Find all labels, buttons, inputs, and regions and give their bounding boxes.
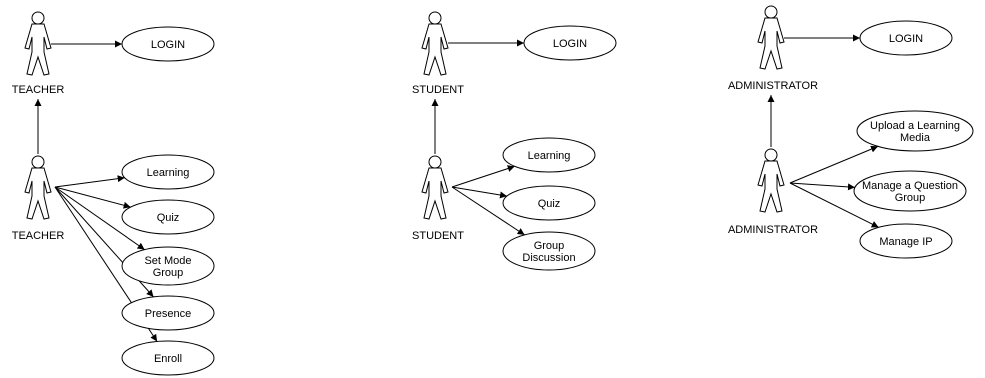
use-case-arrow	[451, 186, 525, 236]
use-case-label: Media	[900, 132, 931, 144]
use-case-ellipse	[502, 185, 596, 221]
use-case-label: Quiz	[157, 212, 180, 224]
use-case-ellipse	[121, 26, 215, 62]
use-case-arrow	[789, 145, 879, 184]
use-case-label: Manage a Question	[862, 180, 958, 192]
use-case-label: LOGIN	[553, 38, 587, 50]
use-case-arrow	[54, 186, 131, 209]
actor-top: TEACHER	[12, 11, 65, 96]
use-case-ellipse	[502, 231, 596, 271]
use-case-label: Group	[534, 240, 565, 252]
use-case-label: Discussion	[522, 252, 575, 264]
use-case-arrow	[789, 182, 855, 191]
actor-figure	[24, 167, 52, 220]
actor-head	[428, 155, 442, 169]
use-case-1-0: Learning	[502, 137, 596, 173]
actor-label: ADMINISTRATOR	[728, 80, 818, 92]
actor-figure	[757, 160, 785, 213]
actor-figure	[421, 167, 449, 220]
use-case-label: LOGIN	[889, 33, 923, 45]
actor-label: TEACHER	[12, 84, 65, 96]
use-case-ellipse	[859, 223, 953, 259]
use-case-arrow	[451, 165, 515, 188]
use-case-label: Quiz	[538, 198, 561, 210]
use-case-0-4: Enroll	[121, 340, 215, 376]
use-case-ellipse	[859, 20, 953, 56]
use-case-label: Set Mode	[144, 255, 191, 267]
use-case-label: Manage IP	[879, 236, 932, 248]
use-case-label: Group	[895, 192, 926, 204]
use-case-label: Upload a Learning	[870, 120, 960, 132]
use-case-0-0: Learning	[121, 154, 215, 190]
actor-bottom: ADMINISTRATOR	[728, 148, 818, 236]
actor-bottom: TEACHER	[12, 155, 65, 242]
use-case-ellipse	[121, 340, 215, 376]
association-arrows	[34, 34, 879, 342]
use-case-0-1: Quiz	[121, 199, 215, 235]
actor-label: TEACHER	[12, 230, 65, 242]
use-case-login: LOGIN	[859, 20, 953, 56]
actor-top: STUDENT	[412, 11, 464, 96]
actor-label: STUDENT	[412, 84, 464, 96]
use-case-2-2: Manage IP	[859, 223, 953, 259]
use-case-label: LOGIN	[151, 39, 185, 51]
use-case-ellipse	[853, 170, 967, 212]
actor-head	[764, 5, 778, 19]
actor-head	[764, 148, 778, 162]
use-case-label: Group	[153, 267, 184, 279]
use-case-arrow	[451, 186, 508, 199]
use-case-ellipse	[121, 199, 215, 235]
actor-figure	[757, 17, 785, 70]
use-case-arrow	[54, 186, 145, 251]
use-case-arrow	[789, 182, 879, 228]
actor-figure	[24, 23, 52, 76]
actor-head	[31, 155, 45, 169]
actor-label: STUDENT	[412, 230, 464, 242]
actor-head	[31, 11, 45, 25]
actor-label: ADMINISTRATOR	[728, 224, 818, 236]
use-case-label: Learning	[147, 167, 190, 179]
use-case-arrow	[54, 175, 125, 188]
actor-top: ADMINISTRATOR	[728, 5, 818, 92]
use-case-label: Learning	[528, 150, 571, 162]
use-case-ellipse	[121, 246, 215, 286]
use-case-label: Presence	[145, 308, 191, 320]
use-case-ellipse	[121, 154, 215, 190]
actor-bottom: STUDENT	[412, 155, 464, 242]
actor-head	[428, 11, 442, 25]
use-case-login: LOGIN	[121, 26, 215, 62]
use-case-ellipse	[502, 137, 596, 173]
use-case-0-3: Presence	[121, 295, 215, 331]
use-case-ellipse	[523, 25, 617, 61]
use-case-login: LOGIN	[523, 25, 617, 61]
use-case-1-1: Quiz	[502, 185, 596, 221]
actor-figure	[421, 23, 449, 76]
use-case-ellipse	[121, 295, 215, 331]
use-case-label: Enroll	[154, 353, 182, 365]
use-case-ellipse	[856, 110, 974, 152]
